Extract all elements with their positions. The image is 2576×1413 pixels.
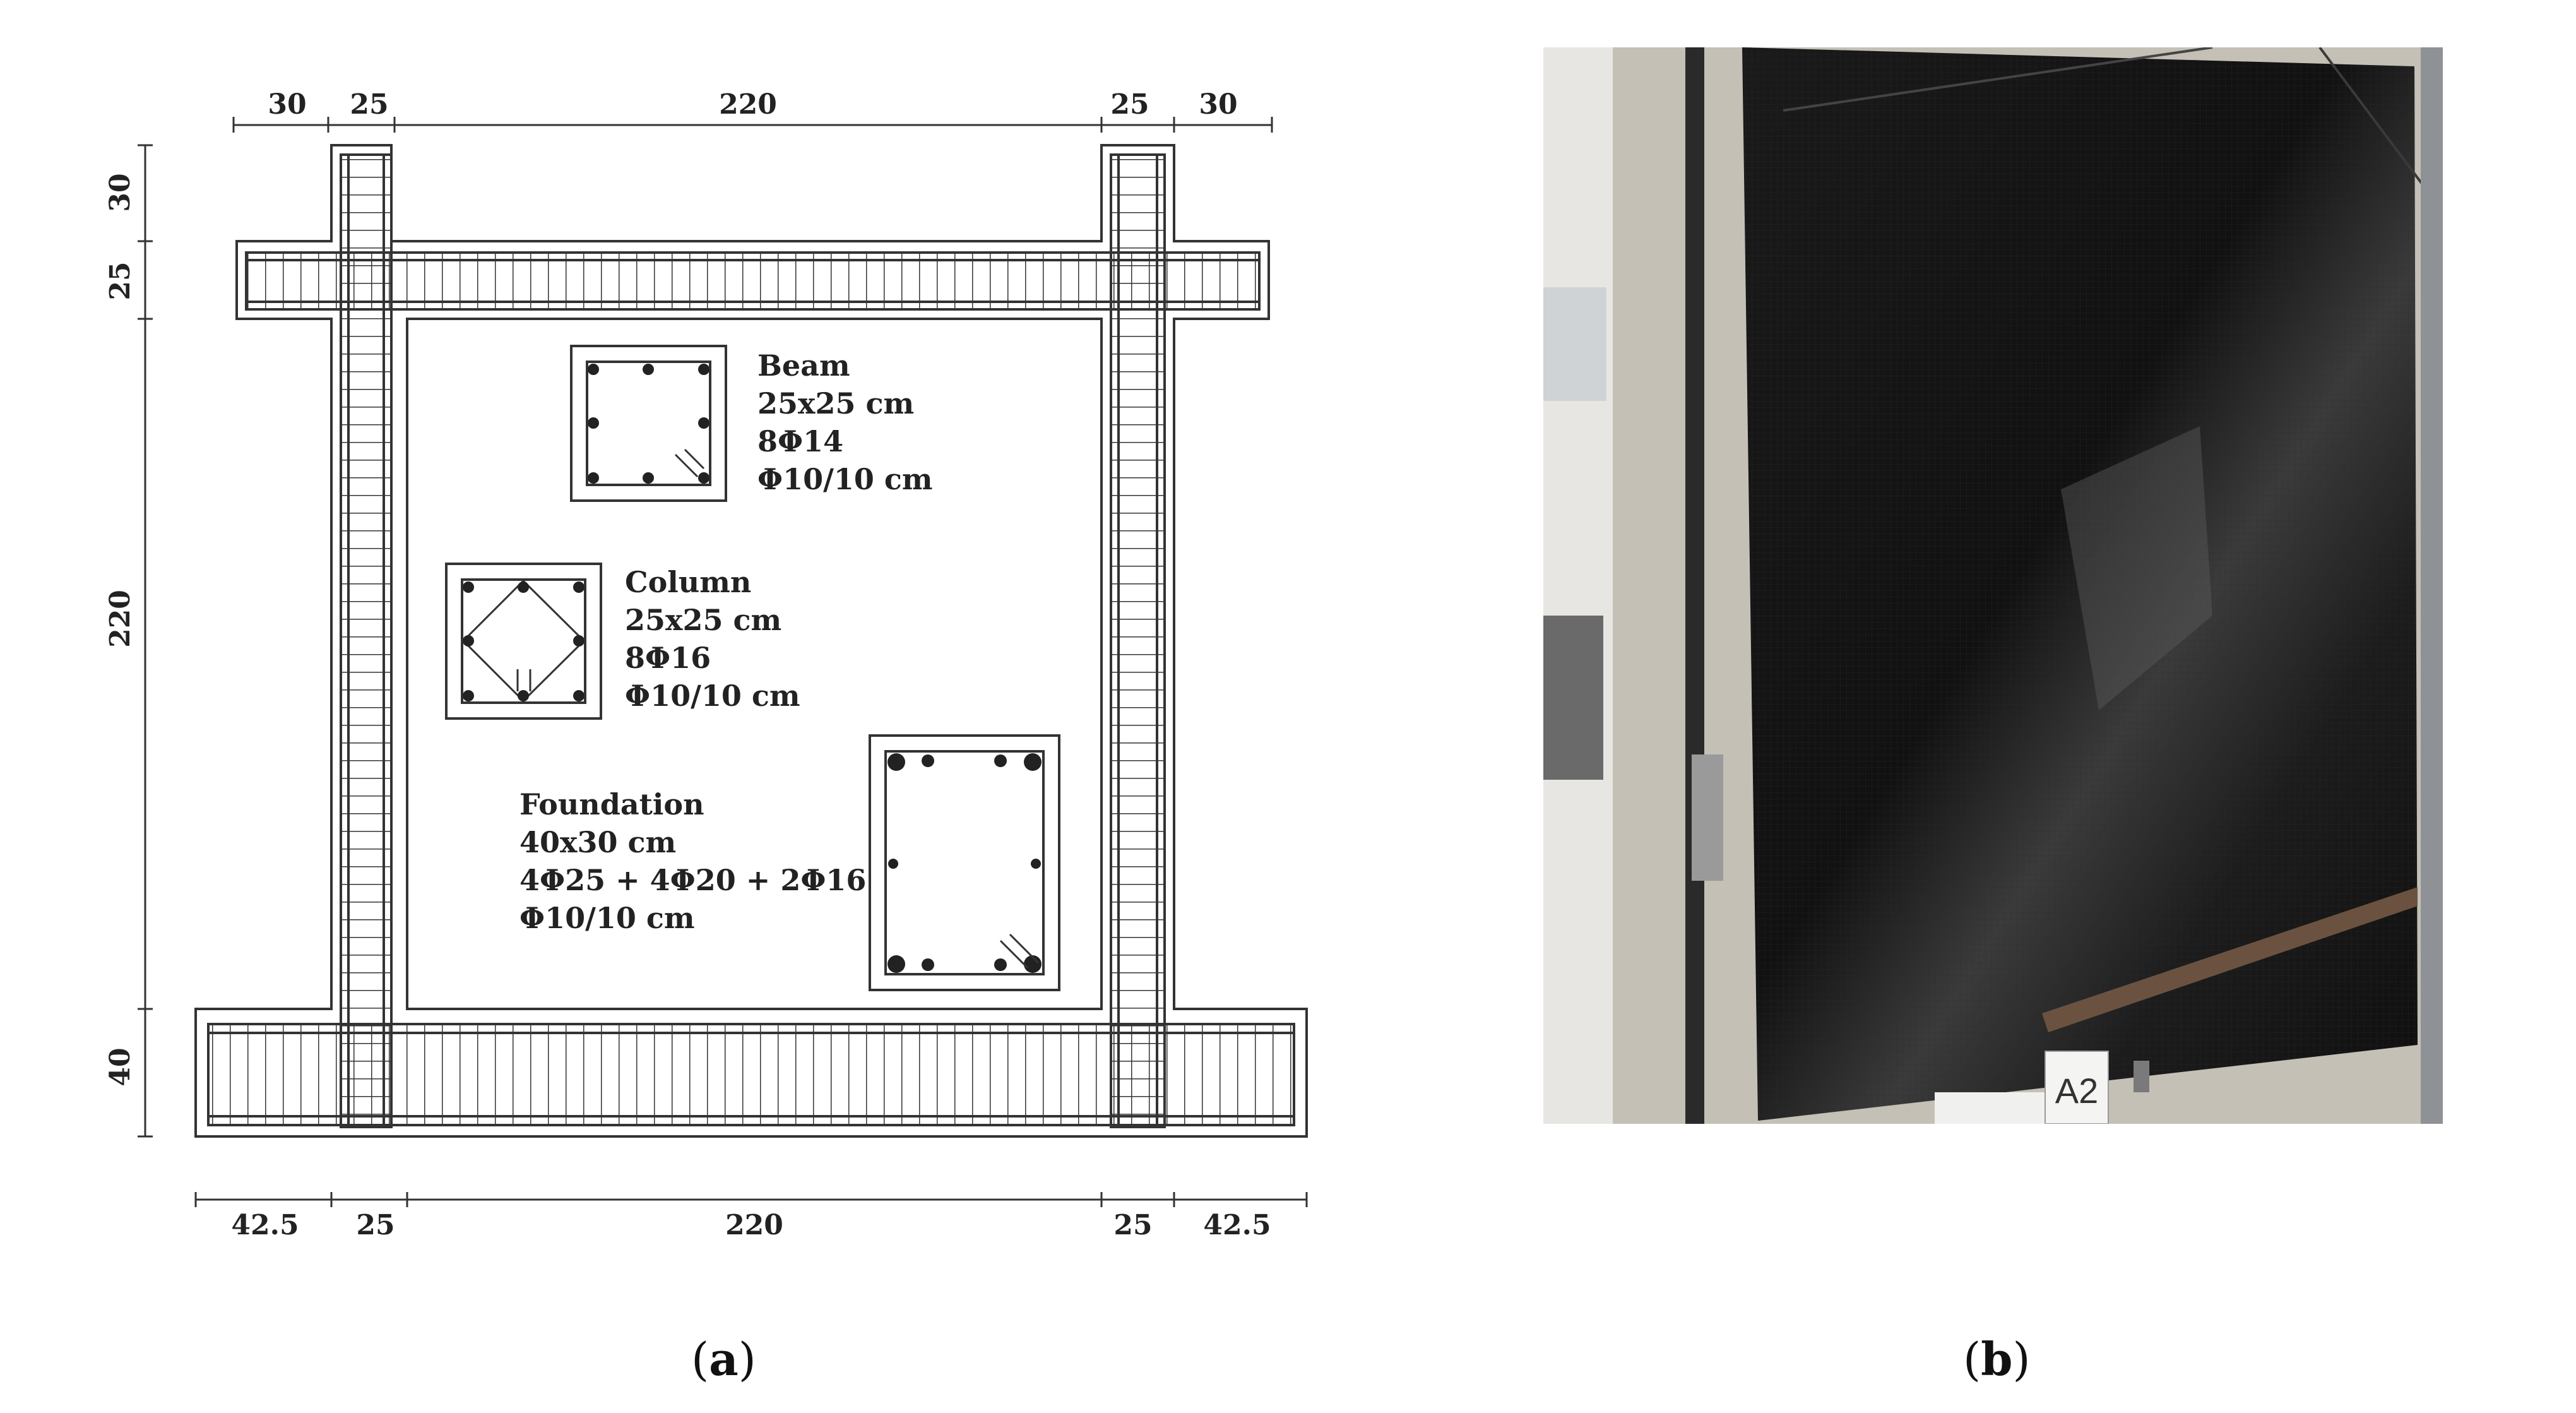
caption-a: (a) xyxy=(691,1332,756,1386)
dimension-labels: 30 25 220 25 30 42.5 25 220 25 42.5 30 2… xyxy=(104,88,1271,1241)
dim-top-2: 25 xyxy=(350,88,388,121)
dimension-lines xyxy=(138,117,1308,1207)
dim-left-2: 25 xyxy=(104,261,136,300)
dim-top-5: 30 xyxy=(1199,88,1237,121)
dim-bottom-3: 220 xyxy=(725,1209,783,1241)
steel-post xyxy=(2421,47,2443,1124)
beam-section xyxy=(570,345,727,502)
specimen-tag-label: A2 xyxy=(2055,1071,2099,1111)
dim-bottom-4: 25 xyxy=(1113,1209,1152,1241)
hinge xyxy=(1692,754,1723,881)
right-column-cage xyxy=(1110,153,1166,1128)
column-title: Column xyxy=(625,565,751,599)
foundation-label: Foundation 40x30 cm 4Φ25 + 4Φ20 + 2Φ16 Φ… xyxy=(519,787,866,935)
socket xyxy=(2134,1061,2149,1092)
cable xyxy=(1783,47,2213,112)
beam-longitudinal: 8Φ14 xyxy=(757,424,843,458)
caption-b-letter: b xyxy=(1981,1332,2013,1386)
lab-equipment xyxy=(1543,616,1603,780)
column-section xyxy=(445,563,602,720)
caption-a-close: ) xyxy=(738,1333,756,1386)
dim-bottom-2: 25 xyxy=(356,1209,395,1241)
dim-left-1: 30 xyxy=(104,173,136,212)
caption-b: (b) xyxy=(1963,1332,2031,1386)
cfrp-weave xyxy=(1742,47,2418,1121)
dim-bottom-1: 42.5 xyxy=(231,1209,299,1241)
lab-wall xyxy=(1543,47,1613,1124)
column-longitudinal: 8Φ16 xyxy=(625,641,711,675)
dim-left-4: 40 xyxy=(104,1047,136,1086)
beam-stirrups: Φ10/10 cm xyxy=(757,462,933,496)
dim-bottom-5: 42.5 xyxy=(1203,1209,1271,1241)
column-label: Column 25x25 cm 8Φ16 Φ10/10 cm xyxy=(625,565,800,713)
crack-strip xyxy=(2042,887,2418,1032)
caption-b-open: ( xyxy=(1963,1333,1981,1386)
frame-reinforcement-drawing: 30 25 220 25 30 42.5 25 220 25 42.5 30 2… xyxy=(104,88,1308,1241)
foundation-size: 40x30 cm xyxy=(519,825,676,859)
foundation-longitudinal: 4Φ25 + 4Φ20 + 2Φ16 xyxy=(519,863,866,897)
dim-left-3: 220 xyxy=(104,590,136,648)
beam-cage xyxy=(245,251,1261,311)
concrete-outline xyxy=(194,144,1308,1138)
cfrp-glare xyxy=(2061,426,2212,710)
dim-top-4: 25 xyxy=(1110,88,1149,121)
dim-top-3: 220 xyxy=(719,88,777,121)
column-size: 25x25 cm xyxy=(625,603,781,637)
dim-top-1: 30 xyxy=(268,88,306,121)
lab-shelving xyxy=(1543,287,1606,401)
cfrp-strengthened-specimen-photo: A2 xyxy=(1543,47,2443,1124)
beam-label: Beam 25x25 cm 8Φ14 Φ10/10 cm xyxy=(757,349,933,496)
foundation-title: Foundation xyxy=(519,787,704,821)
left-column-cage xyxy=(340,153,393,1128)
specimen-tag xyxy=(2045,1051,2109,1124)
steel-rod xyxy=(1685,47,1704,1124)
beam-size: 25x25 cm xyxy=(757,386,914,420)
caption-b-close: ) xyxy=(2012,1333,2031,1386)
foundation-section xyxy=(869,734,1060,991)
foundation-stirrups: Φ10/10 cm xyxy=(519,901,695,935)
caption-a-open: ( xyxy=(691,1333,709,1386)
caption-a-letter: a xyxy=(709,1332,739,1386)
foundation-cage xyxy=(207,1023,1295,1126)
column-stirrups: Φ10/10 cm xyxy=(625,679,800,713)
beam-title: Beam xyxy=(757,349,850,383)
